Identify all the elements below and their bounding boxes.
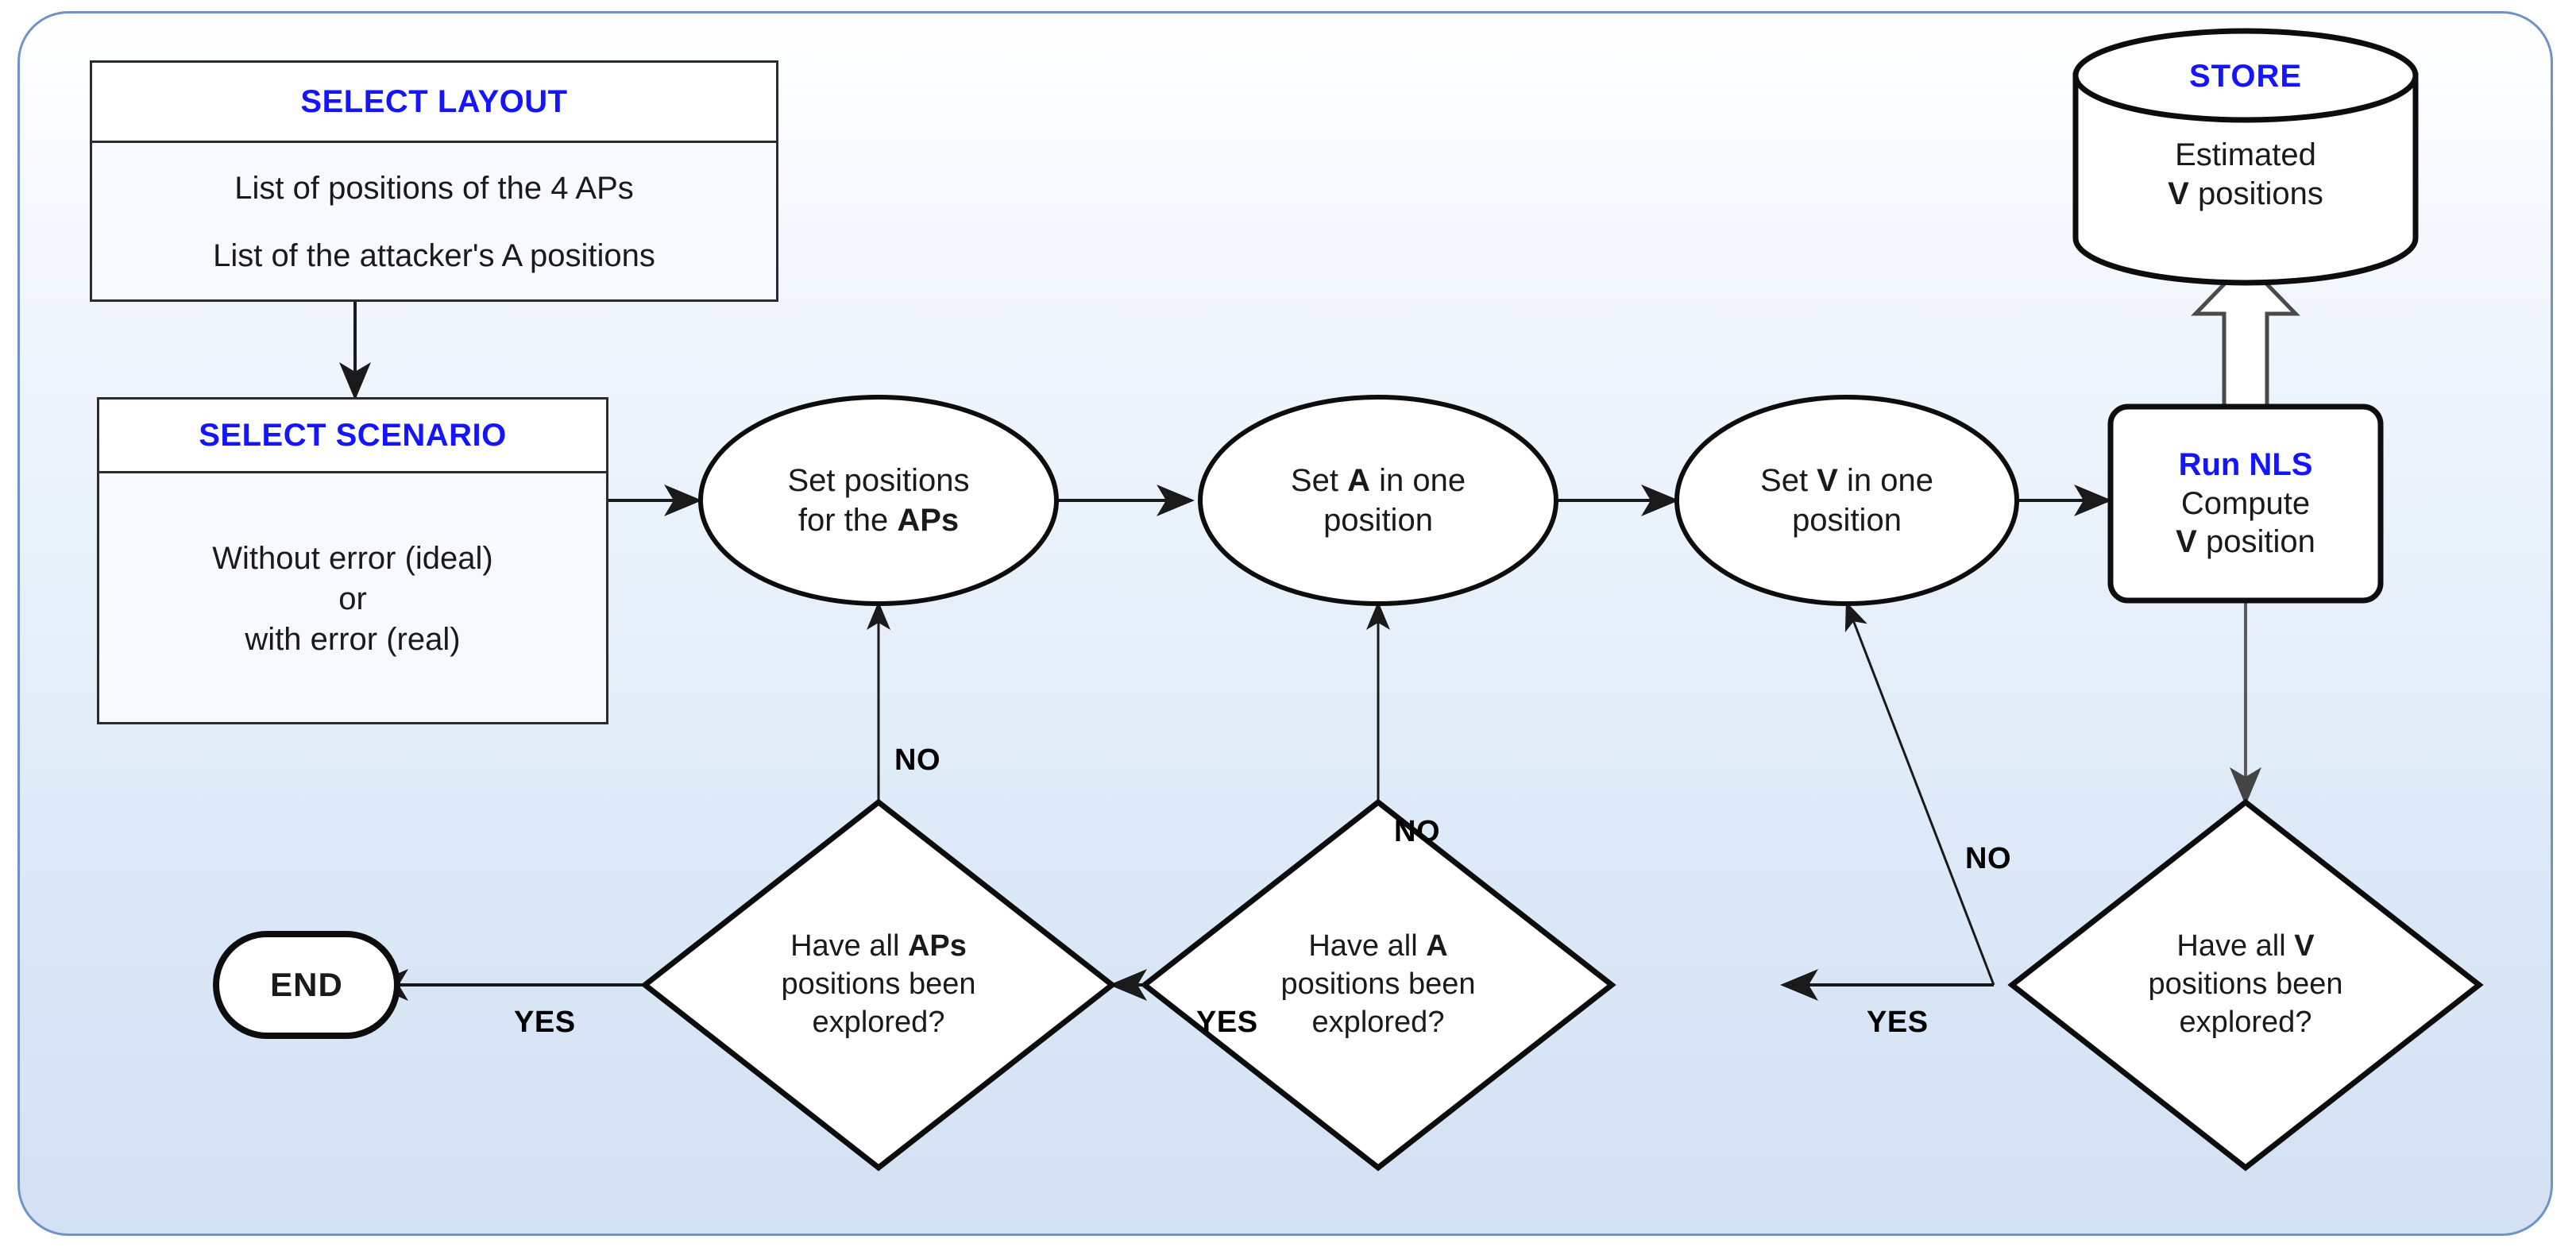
decision-v-line-1: Have all V: [2176, 928, 2314, 966]
decision-a-line-3: explored?: [1311, 1005, 1445, 1039]
select-layout-line-1: List of positions of the 4 APs: [234, 171, 634, 206]
decision-a-line-1: Have all A: [1308, 928, 1447, 966]
store-line-1: Estimated: [2175, 137, 2316, 173]
decision-aps-prefix: Have all: [790, 929, 908, 963]
edge-label-no-aps: NO: [894, 743, 940, 777]
label-decision-aps[interactable]: Have all APs positions been explored?: [701, 898, 1056, 1072]
store-line-2: V positions: [2168, 175, 2323, 214]
set-v-line-1: Set V in one: [1760, 461, 1933, 500]
set-aps-line2-prefix: for the: [798, 503, 898, 538]
set-aps-line2-bold: APs: [897, 503, 960, 538]
decision-v-bold: V: [2294, 929, 2315, 963]
decision-a-prefix: Have all: [1308, 929, 1427, 963]
select-scenario-line-3: with error (real): [245, 621, 461, 657]
run-nls-line-1: Compute: [2180, 485, 2311, 521]
decision-aps-line-3: explored?: [812, 1005, 945, 1039]
decision-v-line-3: explored?: [2179, 1005, 2312, 1039]
decision-a-line-2: positions been: [1280, 967, 1476, 1002]
decision-a-bold: A: [1426, 929, 1448, 963]
select-scenario-line-2: or: [338, 581, 367, 616]
node-select-scenario[interactable]: SELECT SCENARIO Without error (ideal) or…: [97, 397, 608, 724]
label-set-aps[interactable]: Set positions for the APs: [701, 429, 1056, 572]
run-nls-suffix: position: [2196, 524, 2315, 560]
run-nls-line-2: V position: [2176, 523, 2315, 562]
edge-label-yes-a-to-aps: YES: [1196, 1006, 1258, 1039]
select-scenario-line-1: Without error (ideal): [212, 540, 493, 576]
decision-v-prefix: Have all: [2176, 929, 2295, 963]
select-layout-header: SELECT LAYOUT: [92, 63, 776, 143]
label-store-body[interactable]: Estimated V positions: [2076, 123, 2416, 226]
select-layout-line-2: List of the attacker's A positions: [213, 238, 655, 273]
end-text: END: [270, 965, 343, 1003]
label-run-nls[interactable]: Run NLS Compute V position: [2111, 411, 2381, 596]
set-v-suffix: in one: [1837, 462, 1933, 498]
store-suffix: positions: [2188, 176, 2323, 211]
select-scenario-header: SELECT SCENARIO: [99, 400, 606, 473]
set-a-line-1: Set A in one: [1291, 461, 1466, 500]
set-v-bold: V: [1817, 462, 1838, 498]
set-aps-line-1: Set positions: [787, 462, 970, 498]
label-set-v[interactable]: Set V in one position: [1677, 429, 2017, 572]
label-store-header: STORE: [2076, 54, 2416, 98]
edge-label-no-a: NO: [1394, 815, 1440, 848]
store-header-text: STORE: [2188, 58, 2303, 94]
store-bold: V: [2168, 176, 2189, 211]
label-decision-v[interactable]: Have all V positions been explored?: [2068, 898, 2423, 1072]
set-aps-line-2: for the APs: [798, 500, 959, 540]
decision-aps-line-2: positions been: [781, 967, 976, 1002]
set-v-line-2: position: [1792, 503, 1902, 538]
node-select-layout[interactable]: SELECT LAYOUT List of positions of the 4…: [90, 60, 778, 302]
run-nls-bold: V: [2176, 524, 2197, 560]
edge-label-yes-end: YES: [514, 1006, 576, 1039]
decision-aps-line-1: Have all APs: [790, 928, 967, 966]
label-end[interactable]: END: [216, 934, 397, 1036]
edge-label-no-v: NO: [1965, 842, 2011, 875]
set-a-prefix: Set: [1290, 462, 1348, 498]
set-v-prefix: Set: [1760, 462, 1817, 498]
set-a-line-2: position: [1323, 503, 1433, 538]
run-nls-header: Run NLS: [2178, 446, 2313, 482]
decision-v-line-2: positions been: [2148, 967, 2343, 1002]
decision-aps-bold: APs: [907, 929, 967, 963]
set-a-suffix: in one: [1369, 462, 1466, 498]
label-decision-a[interactable]: Have all A positions been explored?: [1200, 898, 1556, 1072]
label-set-a[interactable]: Set A in one position: [1200, 429, 1556, 572]
set-a-bold: A: [1347, 462, 1370, 498]
edge-label-yes-v-to-a: YES: [1867, 1006, 1929, 1039]
